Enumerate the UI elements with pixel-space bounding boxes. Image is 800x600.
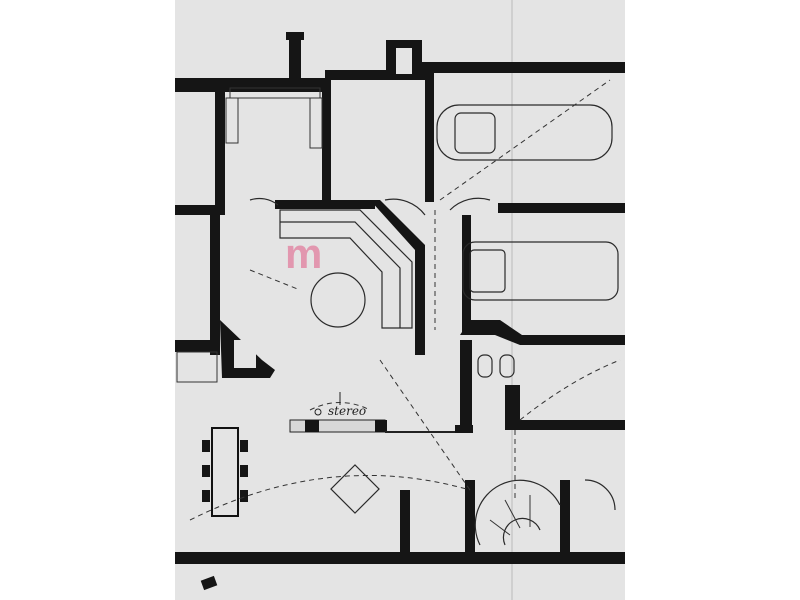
wall-top-box-inner	[396, 48, 412, 74]
outlet-icon	[314, 408, 322, 416]
dashed-line	[439, 79, 611, 201]
wall-left-stub2	[175, 340, 215, 352]
wall-garage-divider	[498, 203, 625, 213]
sofa-outline	[279, 209, 413, 329]
counter-right	[309, 97, 323, 149]
dining-table	[202, 427, 248, 517]
compass-mark	[200, 575, 218, 591]
wall-left-inner	[215, 85, 225, 215]
dashed-line	[519, 359, 621, 421]
sofa-back	[280, 221, 401, 328]
chimney-cap	[286, 32, 304, 40]
door-swing	[584, 479, 616, 511]
square-table	[330, 464, 380, 514]
wall-diagonal	[370, 200, 425, 355]
stair-steps-area	[234, 340, 256, 368]
chair	[240, 490, 248, 502]
speaker-left	[305, 420, 319, 432]
table	[330, 464, 380, 514]
wall-bath-right	[505, 385, 520, 430]
counter-left	[225, 97, 239, 144]
stair-step	[504, 499, 521, 529]
door-swings	[384, 197, 616, 511]
wall-left-lower	[210, 215, 220, 355]
walls	[175, 32, 625, 564]
cooktop	[176, 351, 218, 383]
chair	[202, 440, 210, 452]
car-2	[462, 241, 619, 301]
wall-garage-mid	[462, 215, 471, 335]
car-1-roof	[454, 112, 496, 154]
wall-bottom-stub	[400, 490, 410, 560]
car-1	[436, 104, 613, 161]
wall-bath-left	[460, 340, 472, 430]
door-swing	[384, 198, 426, 216]
cars	[436, 104, 619, 301]
wall-bath-top	[460, 320, 625, 345]
wall-bottom	[175, 552, 625, 564]
wall-garage-left	[425, 72, 434, 202]
wall-top-left	[175, 78, 325, 92]
chair	[202, 490, 210, 502]
wall-top-right	[420, 62, 625, 73]
dashed-arc	[189, 475, 471, 521]
wall-stair-right	[560, 480, 570, 560]
kitchen	[225, 87, 323, 206]
wall-living-top	[275, 200, 375, 209]
chair	[202, 465, 210, 477]
wall-left-stub	[175, 205, 225, 215]
wall-top-mid	[325, 70, 425, 80]
table	[211, 427, 239, 517]
stair-step	[489, 519, 511, 536]
toilet	[477, 354, 493, 378]
door-swing-kitchen	[249, 197, 279, 206]
stair-inner	[502, 517, 541, 546]
sofa	[279, 209, 413, 329]
chair	[240, 465, 248, 477]
wall-kitchen-right	[322, 78, 331, 203]
round-table	[310, 272, 366, 328]
wall-stair-left	[465, 480, 475, 560]
chair	[240, 440, 248, 452]
wall-hall-left	[455, 425, 473, 433]
speaker-right	[375, 420, 387, 432]
bathroom	[477, 354, 515, 378]
shelf	[289, 419, 386, 433]
car-2-hood	[469, 249, 506, 293]
counter-top	[229, 87, 321, 99]
stereo-shelf	[289, 419, 473, 433]
wall-hall-right	[515, 420, 625, 430]
bidet	[499, 354, 515, 378]
spiral-staircase	[474, 479, 561, 546]
watermark-logo: m	[285, 230, 322, 277]
stereo-label: stereo	[328, 404, 366, 418]
door-swing	[449, 197, 491, 211]
stair-outer	[474, 479, 561, 546]
chimney	[289, 38, 301, 80]
